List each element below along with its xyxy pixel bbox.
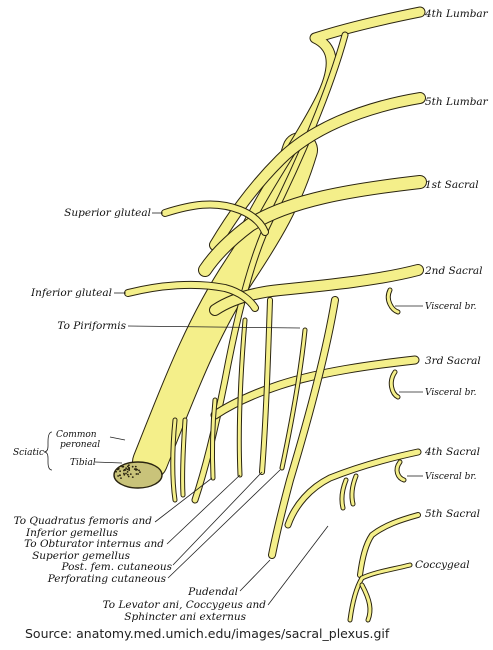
label-post-fem-cutaneous: Post. fem. cutaneous (60, 561, 172, 573)
label-4th-sacral: 4th Sacral (424, 446, 480, 458)
source-caption: Source: anatomy.med.umich.edu/images/sac… (25, 626, 389, 641)
coccygeal-branch (362, 585, 370, 620)
label-5th-lumbar: 5th Lumbar (425, 96, 489, 108)
visceral-3rd (391, 372, 398, 397)
label-sciatic: Sciatic (13, 448, 44, 458)
label-perforating-cutaneous: Perforating cutaneous (47, 573, 167, 585)
post-fem-cutaneous (262, 300, 270, 472)
label-visceral-br-3: Visceral br. (425, 472, 477, 482)
label-common-peroneal-2: peroneal (60, 440, 100, 450)
visceral-2nd (388, 290, 398, 312)
label-levator-1: To Levator ani, Coccygeus and (103, 599, 267, 611)
label-3rd-sacral: 3rd Sacral (425, 355, 481, 367)
label-2nd-sacral: 2nd Sacral (424, 265, 482, 277)
label-pudendal: Pudendal (187, 586, 238, 598)
label-visceral-br-1: Visceral br. (425, 302, 477, 312)
label-1st-sacral: 1st Sacral (425, 179, 479, 191)
nerve-drawing (114, 12, 420, 620)
small-branch-1 (173, 420, 175, 500)
label-obturator-1: To Obturator internus and (24, 538, 164, 550)
label-5th-sacral: 5th Sacral (425, 508, 480, 520)
label-superior-gluteal: Superior gluteal (64, 207, 151, 219)
small-branch-2 (183, 420, 185, 495)
label-4th-lumbar: 4th Lumbar (424, 8, 489, 20)
lumbar4-trunk-b (195, 35, 345, 500)
label-inferior-gluteal: Inferior gluteal (30, 287, 112, 299)
quadratus-branch (212, 400, 215, 478)
label-quadratus-1: To Quadratus femoris and (14, 515, 153, 527)
label-visceral-br-2: Visceral br. (425, 388, 477, 398)
label-to-piriformis: To Piriformis (57, 320, 126, 332)
label-levator-2: Sphincter ani externus (124, 611, 246, 623)
small-branch-3 (342, 480, 346, 508)
label-coccygeal: Coccygeal (415, 559, 470, 571)
label-tibial: Tibial (70, 458, 96, 468)
visceral-4th (397, 462, 404, 480)
label-common-peroneal-1: Common (56, 430, 97, 440)
small-branch-4 (352, 476, 356, 504)
